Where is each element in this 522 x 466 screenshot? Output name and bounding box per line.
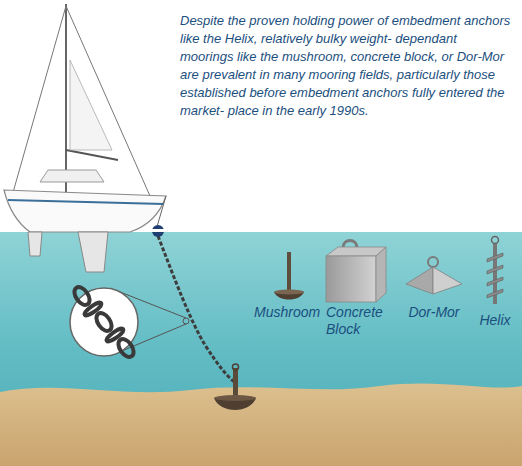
chain-detail-callout bbox=[70, 284, 189, 359]
anchor-label: Concrete Block bbox=[326, 304, 392, 338]
anchor-label: Helix bbox=[472, 312, 518, 329]
sailboat bbox=[4, 4, 166, 272]
sea-floor bbox=[0, 383, 522, 466]
chain bbox=[158, 236, 235, 382]
water bbox=[0, 232, 522, 466]
mushroom-icon bbox=[274, 252, 304, 300]
concrete-block-icon bbox=[326, 241, 386, 303]
buoy bbox=[152, 225, 164, 237]
anchor-label: Mushroom bbox=[254, 304, 320, 321]
intro-note: Despite the proven holding power of embe… bbox=[180, 12, 512, 120]
dor-mor-icon bbox=[406, 257, 462, 294]
anchor-label: Dor-Mor bbox=[400, 304, 468, 321]
mushroom-anchor-set bbox=[214, 364, 256, 410]
helix-icon bbox=[487, 237, 503, 305]
